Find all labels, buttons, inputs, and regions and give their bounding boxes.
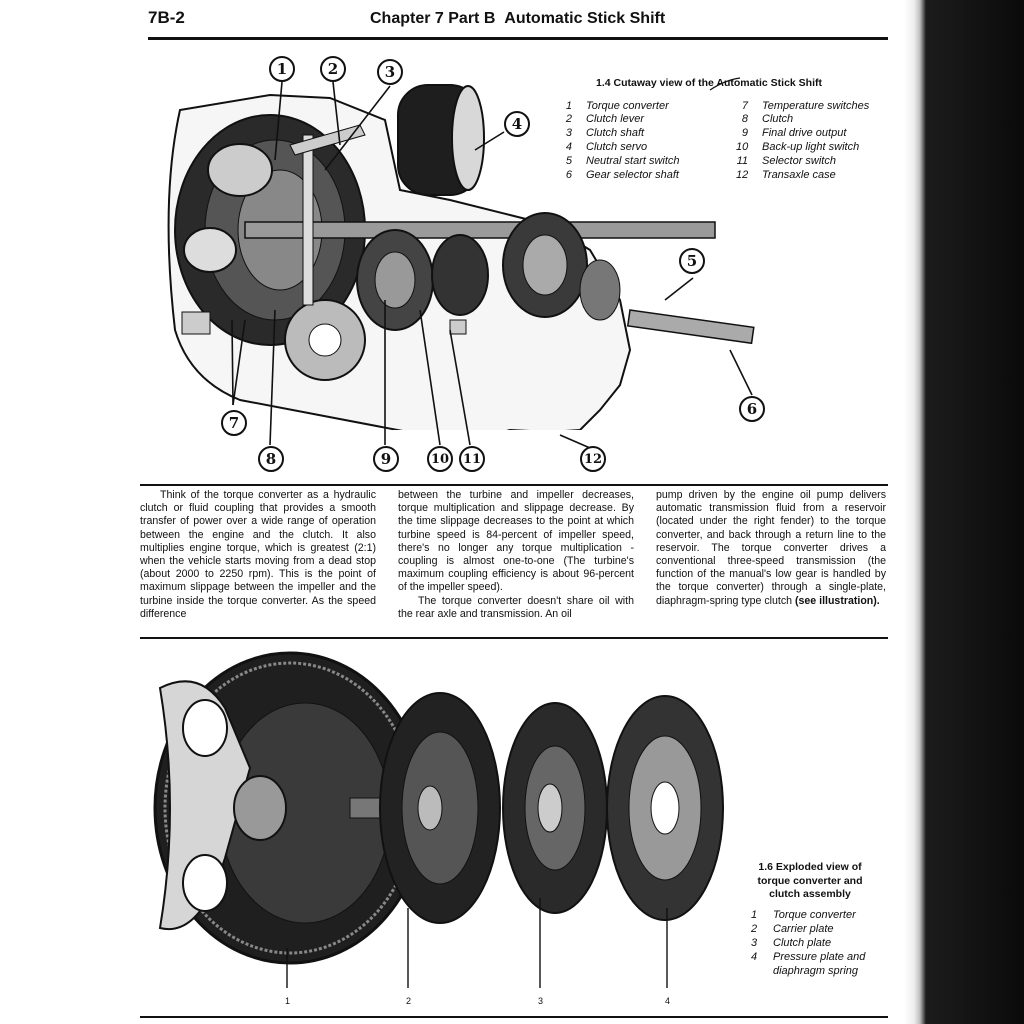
callout-7: 7 — [221, 410, 247, 436]
paragraph: between the turbine and impeller decreas… — [398, 489, 634, 594]
callout-6: 6 — [739, 396, 765, 422]
paragraph: Think of the torque converter as a hydra… — [140, 489, 376, 620]
callout-3: 3 — [377, 59, 403, 85]
callout-10: 10 — [427, 446, 453, 472]
callout-12: 12 — [580, 446, 606, 472]
cutaway-illustration — [167, 84, 755, 430]
body-column-2: between the turbine and impeller decreas… — [398, 489, 634, 621]
paragraph: pump driven by the engine oil pump deliv… — [656, 489, 886, 607]
figure-1-4-title: 1.4 Cutaway view of the Automatic Stick … — [596, 77, 822, 89]
section-rule — [140, 484, 888, 486]
chapter-title: Automatic Stick Shift — [504, 10, 666, 27]
callout-9: 9 — [373, 446, 399, 472]
figure-rule — [140, 637, 888, 639]
callout-11: 11 — [459, 446, 485, 472]
callout-2: 2 — [320, 56, 346, 82]
part-number-4: 4 — [665, 996, 671, 1006]
body-column-1: Think of the torque converter as a hydra… — [140, 489, 376, 621]
part-number-2: 2 — [406, 996, 412, 1006]
callout-4: 4 — [504, 111, 530, 137]
chapter-label: Chapter 7 Part B — [370, 10, 496, 27]
footer-rule — [140, 1016, 888, 1018]
paragraph: The torque converter doesn't share oil w… — [398, 594, 634, 620]
part-number-1: 1 — [285, 996, 291, 1006]
header-rule — [148, 37, 888, 40]
page-number: 7B-2 — [148, 8, 185, 27]
chapter-heading: Chapter 7 Part B Automatic Stick Shift — [370, 10, 665, 28]
binding-gutter — [904, 0, 1024, 1024]
callout-8: 8 — [258, 446, 284, 472]
body-column-3: pump driven by the engine oil pump deliv… — [656, 489, 886, 608]
callout-1: 1 — [269, 56, 295, 82]
exploded-view-illustration — [153, 651, 724, 988]
callout-5: 5 — [679, 248, 705, 274]
part-number-3: 3 — [538, 996, 544, 1006]
callout-leaders — [231, 77, 753, 449]
figure-1-6-title: 1.6 Exploded view of torque converter an… — [757, 861, 863, 900]
illustration-reference: (see illustration). — [794, 594, 880, 607]
